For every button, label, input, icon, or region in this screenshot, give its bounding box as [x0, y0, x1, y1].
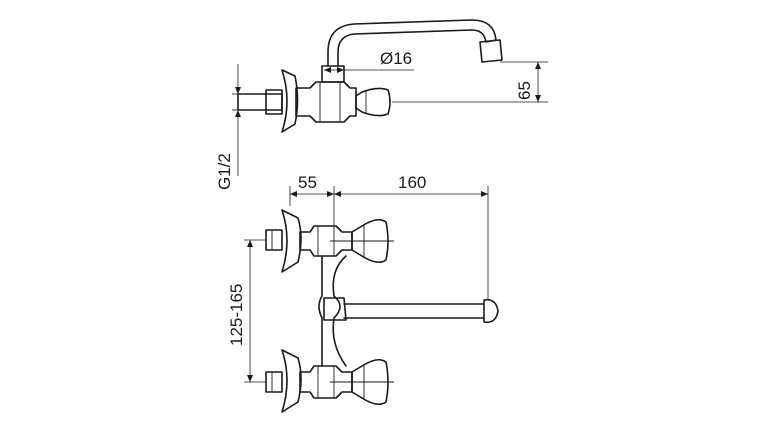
front-upper-handle [351, 218, 389, 264]
side-valve-handle [355, 87, 391, 117]
dim-thread: G1/2 [215, 153, 234, 190]
front-spout [343, 303, 485, 319]
front-view [265, 209, 499, 413]
side-view [237, 19, 503, 133]
front-spout-joint [323, 297, 347, 321]
dim-offset-depth: 55 [298, 173, 317, 192]
front-upper-flange [281, 209, 302, 273]
front-lower-handle [351, 358, 389, 406]
side-spout-nut [321, 65, 345, 83]
side-body [295, 81, 357, 123]
side-inlet-pipe [237, 93, 283, 111]
dim-spout-reach: 160 [398, 173, 426, 192]
side-view-dimensions: Ø16 65 G1/2 [215, 49, 548, 190]
front-lower-flange [281, 349, 302, 413]
front-view-dimensions: 55 160 125-165 [227, 173, 489, 383]
front-lower-inlet [265, 371, 283, 393]
dim-spout-diameter: Ø16 [380, 49, 412, 68]
side-wall-flange [281, 69, 299, 133]
dim-spout-height: 65 [515, 81, 534, 100]
side-inlet-nut [265, 89, 283, 115]
dim-center-distance: 125-165 [227, 284, 246, 346]
front-mixer-column [318, 255, 347, 367]
side-spout-aerator [479, 39, 503, 63]
front-spout-end [483, 298, 499, 324]
front-upper-inlet [265, 229, 283, 251]
